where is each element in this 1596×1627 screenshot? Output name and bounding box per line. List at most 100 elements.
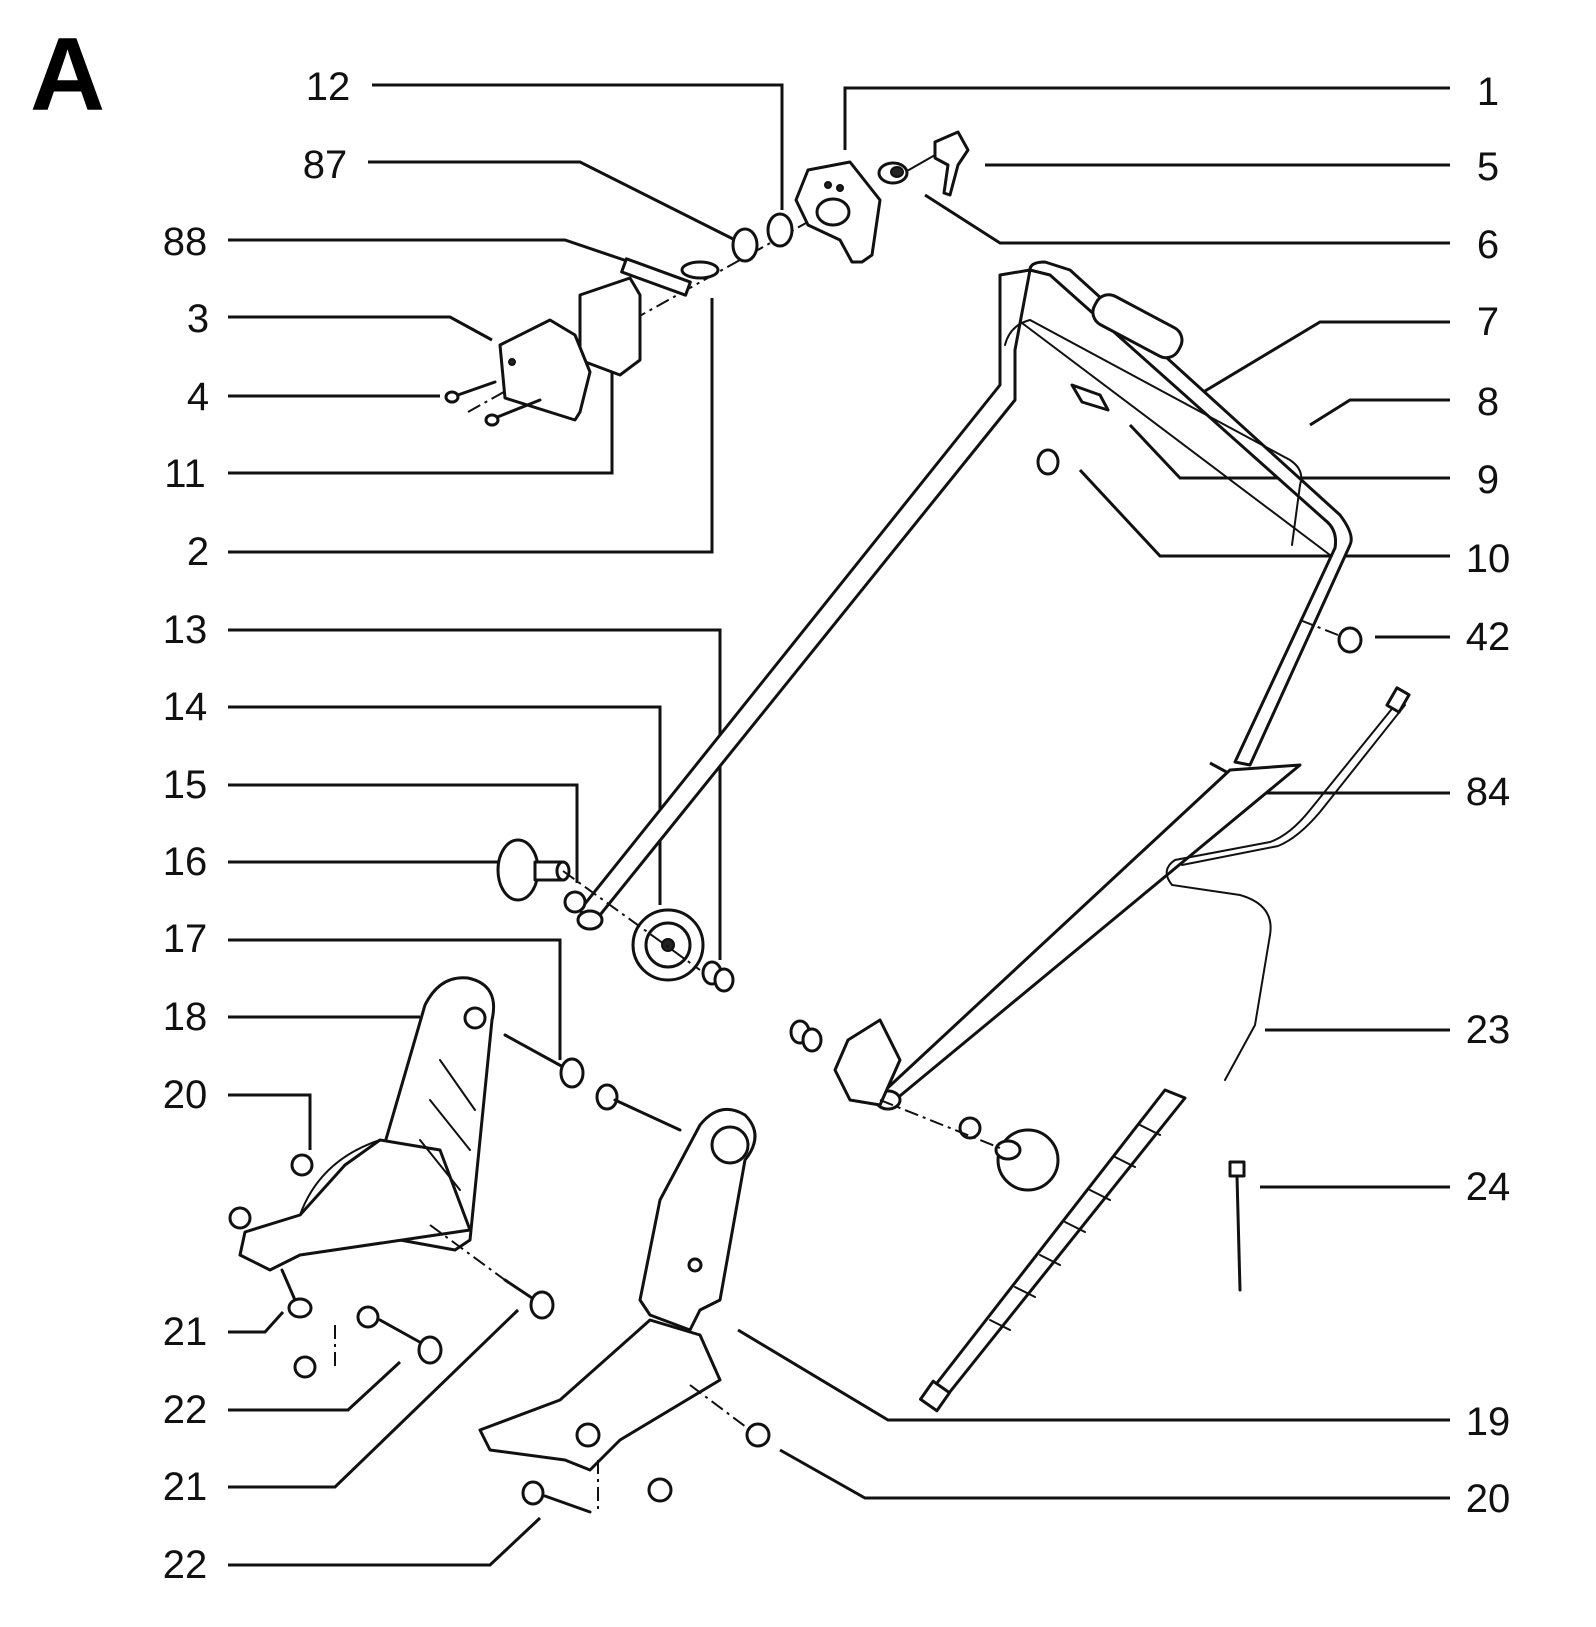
callout-22-b: 22 <box>163 1543 208 1587</box>
callout-11: 11 <box>164 452 206 496</box>
bolt-22-b <box>521 1480 592 1514</box>
nut-20-left-b <box>228 1206 252 1230</box>
bolt-17-right <box>595 1083 682 1132</box>
spring-washers-13-right <box>789 1019 823 1053</box>
leader-7 <box>1189 320 1450 402</box>
leader-12 <box>372 83 784 210</box>
terminal-strip <box>620 257 692 297</box>
callout-15: 15 <box>163 763 208 807</box>
callout-14: 14 <box>163 685 208 729</box>
callout-87: 87 <box>303 143 348 187</box>
callout-18: 18 <box>163 995 208 1039</box>
washer-15-right <box>958 1116 982 1140</box>
callout-17: 17 <box>163 917 208 961</box>
leader-88 <box>228 238 631 264</box>
leader-20-left <box>228 1093 312 1150</box>
leader-3 <box>228 315 493 342</box>
knob-axis-left <box>562 870 701 971</box>
callout-9: 9 <box>1477 458 1499 502</box>
ignition-key <box>899 130 970 197</box>
callout-23: 23 <box>1466 1008 1511 1052</box>
leader-14 <box>228 705 662 905</box>
cable-tie-24 <box>1228 1160 1246 1292</box>
callout-16: 16 <box>163 840 208 884</box>
leader-2 <box>228 298 714 554</box>
screws-4 <box>444 380 542 427</box>
knob-16-right <box>994 1128 1060 1192</box>
leader-22-b <box>228 1516 542 1567</box>
washer-15-left <box>563 890 587 914</box>
spring-washers-13-left <box>701 960 735 993</box>
callout-88: 88 <box>163 220 208 264</box>
callout-4: 4 <box>187 375 209 419</box>
bolt-17 <box>503 1033 585 1089</box>
callout-21-b: 21 <box>163 1465 208 1509</box>
axis-lower-3 <box>689 1384 751 1431</box>
callouts-right: 1 5 6 7 8 9 10 42 84 23 24 19 20 <box>737 70 1511 1521</box>
leader-17 <box>228 938 562 1060</box>
leader-6 <box>924 193 1450 245</box>
callout-5: 5 <box>1477 145 1499 189</box>
cable-84 <box>1165 704 1396 1081</box>
adjuster-wheel-14-right <box>833 1018 902 1107</box>
leader-21-b <box>228 1308 520 1489</box>
leader-20-right <box>779 1448 1450 1500</box>
circuit-plate <box>578 276 642 377</box>
callout-42: 42 <box>1466 615 1511 659</box>
nut-20-right-b <box>745 1422 771 1448</box>
bolt-21-a <box>280 1268 313 1319</box>
upper-handle <box>576 260 1353 1111</box>
bolt-22-a <box>356 1305 443 1365</box>
leader-9 <box>1128 423 1450 480</box>
callout-22-a: 22 <box>163 1388 208 1432</box>
leader-10 <box>1078 468 1450 558</box>
cable-end <box>1385 686 1411 714</box>
leader-13 <box>228 628 722 960</box>
axis-lower-4 <box>429 1224 506 1281</box>
bolt-21-b <box>503 1278 555 1320</box>
left-bracket-18 <box>238 976 495 1272</box>
cable-spring-23 <box>918 1088 1187 1413</box>
leader-8 <box>1309 398 1450 427</box>
callout-84: 84 <box>1466 770 1511 814</box>
cable-clip <box>1036 448 1060 476</box>
callout-3: 3 <box>187 297 209 341</box>
callout-20-right: 20 <box>1466 1477 1511 1521</box>
connector-2 <box>680 260 720 280</box>
leader-22-a <box>228 1360 402 1412</box>
leader-1 <box>843 86 1450 150</box>
knob-16-left <box>496 838 571 902</box>
switch-cover <box>498 318 592 422</box>
right-bracket-19 <box>478 1107 757 1472</box>
disc-87 <box>731 227 759 263</box>
leader-19 <box>737 1328 1450 1422</box>
retaining-ring <box>766 212 794 248</box>
knob-axis-right <box>879 1099 1001 1149</box>
callout-10: 10 <box>1466 537 1511 581</box>
plug-42-axis <box>1299 619 1339 636</box>
leader-87 <box>368 160 746 247</box>
callout-19: 19 <box>1466 1400 1511 1444</box>
bracket-9 <box>1070 383 1110 412</box>
leader-21-a <box>228 1310 285 1334</box>
nut-20-left-c <box>293 1355 317 1379</box>
leader-11 <box>228 365 614 475</box>
plug-42 <box>1337 626 1363 654</box>
callout-13: 13 <box>163 608 208 652</box>
bail-bar <box>1004 293 1303 546</box>
callout-24: 24 <box>1466 1165 1511 1209</box>
leader-15 <box>228 783 579 883</box>
nut-20-right-c <box>647 1477 673 1503</box>
callout-7: 7 <box>1477 300 1499 344</box>
callout-20-left: 20 <box>163 1073 208 1117</box>
callout-6: 6 <box>1477 223 1499 267</box>
callout-8: 8 <box>1477 380 1499 424</box>
callout-2: 2 <box>187 530 209 574</box>
callout-12: 12 <box>306 65 351 109</box>
callout-1: 1 <box>1477 70 1499 114</box>
nut-20-left-a <box>290 1153 314 1177</box>
section-letter: A <box>30 17 105 133</box>
lock-cylinder <box>877 161 909 185</box>
nut-20-right-a <box>575 1422 601 1448</box>
